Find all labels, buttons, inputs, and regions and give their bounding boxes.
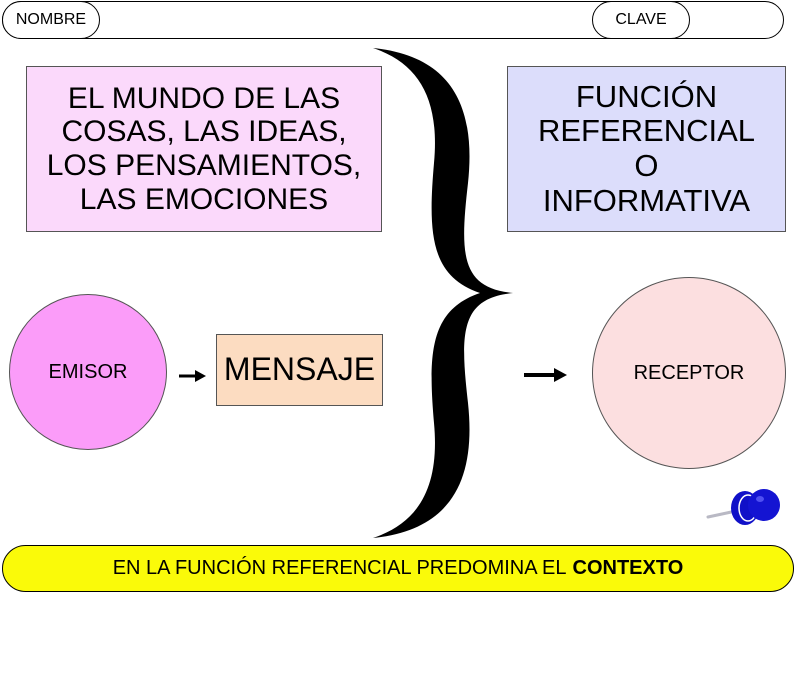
right-arrow-icon — [179, 370, 206, 382]
context-box-text: EL MUNDO DE LAS COSAS, LAS IDEAS, LOS PE… — [46, 81, 362, 216]
banner-text: EN LA FUNCIÓN REFERENCIAL PREDOMINA EL — [112, 557, 567, 579]
nombre-label: NOMBRE — [15, 11, 87, 28]
right-curly-brace-icon — [373, 48, 513, 538]
nombre-field[interactable]: NOMBRE — [2, 1, 100, 39]
emisor-label: EMISOR — [48, 360, 128, 383]
banner-emphasis: CONTEXTO — [572, 557, 684, 579]
receptor-circle: RECEPTOR — [592, 277, 786, 469]
emisor-circle: EMISOR — [9, 294, 167, 450]
clave-label: CLAVE — [615, 11, 667, 28]
clave-field[interactable]: CLAVE — [592, 1, 690, 39]
mensaje-box: MENSAJE — [216, 334, 383, 406]
mensaje-label: MENSAJE — [223, 351, 376, 388]
pushpin-icon[interactable] — [706, 486, 784, 530]
context-box: EL MUNDO DE LAS COSAS, LAS IDEAS, LOS PE… — [26, 66, 382, 232]
right-arrow-icon — [524, 368, 567, 382]
conclusion-banner: EN LA FUNCIÓN REFERENCIAL PREDOMINA EL C… — [2, 545, 794, 592]
receptor-label: RECEPTOR — [633, 361, 745, 384]
function-box-text: FUNCIÓN REFERENCIAL O INFORMATIVA — [537, 78, 756, 218]
function-box: FUNCIÓN REFERENCIAL O INFORMATIVA — [507, 66, 786, 232]
